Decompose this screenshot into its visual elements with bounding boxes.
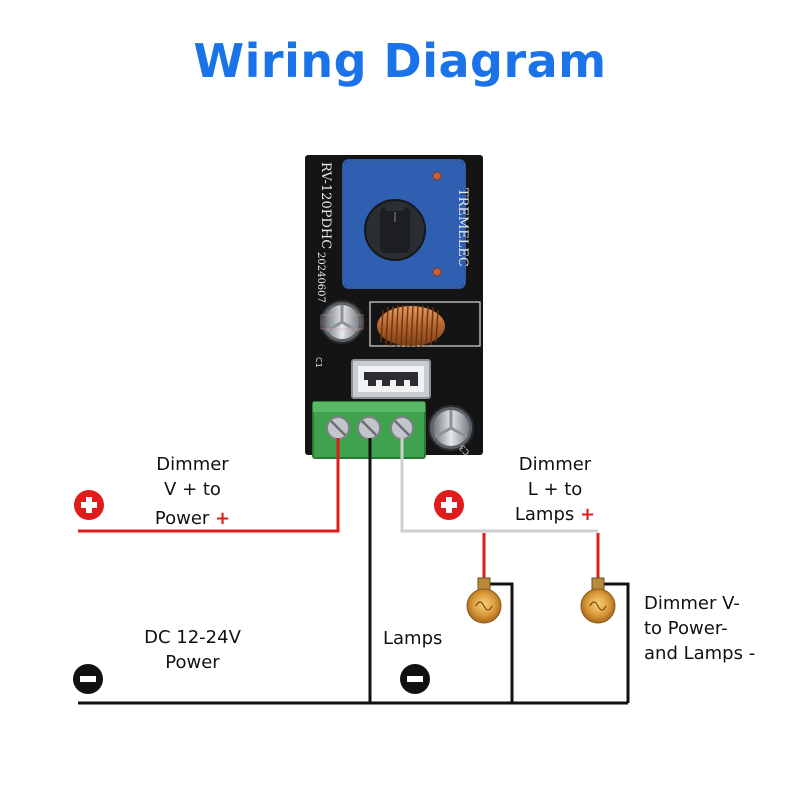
capacitor-icon <box>428 405 474 451</box>
cap-left-label: C1 <box>314 357 323 368</box>
dimmer-module: RV-120PDHC 20240607 TREMELEC C1 <box>305 155 483 459</box>
minus-badge-icon <box>400 664 430 694</box>
screw-terminal-icon[interactable] <box>357 416 381 440</box>
lamp-bulb-icon <box>466 577 502 624</box>
wire-l-plus <box>400 438 598 533</box>
potentiometer <box>342 159 466 289</box>
usb-port-icon <box>351 359 431 399</box>
capacitor-icon <box>320 300 364 344</box>
screw-terminal-icon[interactable] <box>326 416 350 440</box>
wire-v-plus <box>78 438 340 533</box>
board-brand-text: TREMELEC <box>455 188 470 267</box>
minus-badge-icon <box>73 664 103 694</box>
board-date-text: 20240607 <box>315 252 326 303</box>
plus-badge-icon <box>434 490 464 520</box>
screw-terminal-icon[interactable] <box>390 416 414 440</box>
label-dimmer-v-plus: Dimmer V + to Power + <box>154 454 231 529</box>
wire-lamp1-return <box>490 582 514 703</box>
label-dimmer-l-plus: Dimmer L + to Lamps + <box>514 454 596 525</box>
terminal-block <box>312 401 426 459</box>
wire-lamp2-return <box>604 582 630 703</box>
label-dimmer-v-minus: Dimmer V- to Power- and Lamps - <box>644 593 756 664</box>
potentiometer-knob-icon[interactable] <box>380 205 410 253</box>
board-model-text: RV-120PDHC <box>318 162 333 249</box>
inductor-coil-icon <box>369 301 481 348</box>
plus-badge-icon <box>74 490 104 520</box>
label-dc-power: DC 12-24V Power <box>144 627 241 673</box>
label-lamps: Lamps <box>383 628 443 649</box>
lamp-bulb-icon <box>580 577 616 624</box>
page-title: Wiring Diagram <box>193 34 607 88</box>
